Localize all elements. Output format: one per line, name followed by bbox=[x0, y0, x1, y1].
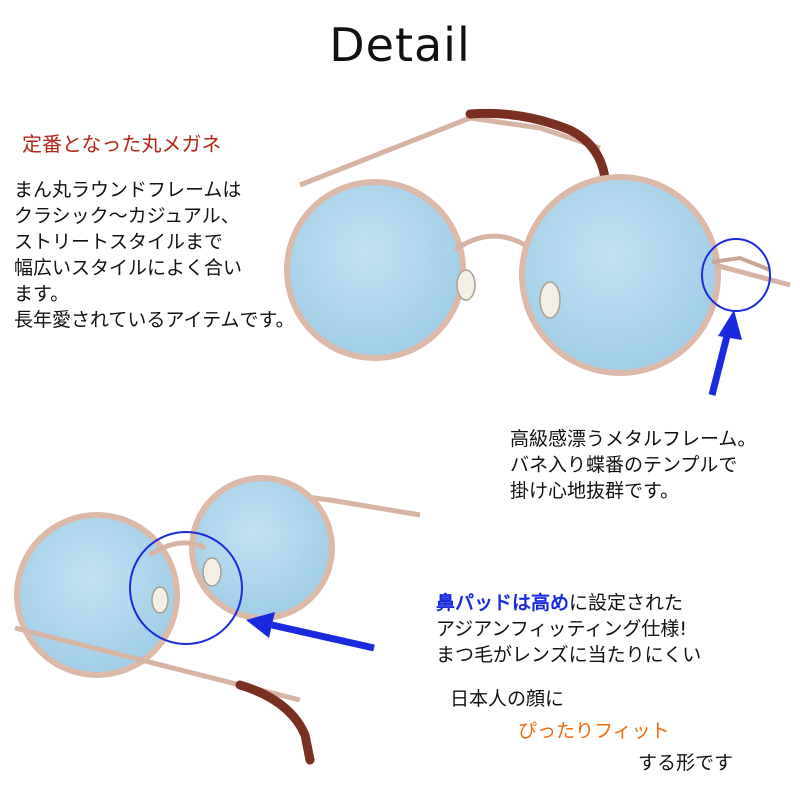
top-nose-pad-left bbox=[456, 269, 476, 301]
tagline: 定番となった丸メガネ bbox=[22, 132, 222, 156]
intro-line: ます。 bbox=[14, 283, 70, 305]
frame-line: 高級感漂うメタルフレーム。 bbox=[510, 428, 757, 450]
page-title: Detail bbox=[329, 18, 471, 72]
bottom-nose-pad-right bbox=[202, 557, 222, 587]
frame-description: 高級感漂うメタルフレーム。 バネ入り蝶番のテンプルで 掛け心地抜群です。 bbox=[510, 426, 756, 504]
hinge-arrow bbox=[708, 310, 742, 396]
nose-line-3: まつ毛がレンズに当たりにくい bbox=[436, 644, 702, 666]
bottom-right-lens bbox=[189, 475, 335, 621]
hinge-callout-circle bbox=[701, 238, 771, 312]
bottom-left-lens bbox=[14, 512, 180, 678]
nose-highlight: 鼻パッドは高め bbox=[436, 592, 570, 614]
nose-callout-circle bbox=[129, 531, 243, 645]
intro-text: まん丸ラウンドフレームは クラシック～カジュアル、 ストリートスタイルまで 幅広… bbox=[14, 177, 295, 333]
nose-arrow bbox=[246, 612, 375, 652]
nose-line-1-rest: に設定された bbox=[569, 592, 684, 614]
frame-line: 掛け心地抜群です。 bbox=[510, 480, 680, 502]
top-nose-pad-right bbox=[539, 281, 561, 319]
frame-line: バネ入り蝶番のテンプルで bbox=[510, 454, 738, 476]
top-right-lens bbox=[519, 174, 721, 376]
intro-line: 幅広いスタイルによく合い bbox=[14, 257, 243, 279]
intro-line: まん丸ラウンドフレームは bbox=[14, 179, 242, 201]
nose-line-1: 鼻パッドは高めに設定された bbox=[436, 590, 701, 616]
fit-line-1: 日本人の顔に bbox=[450, 688, 565, 710]
top-far-temple-tip bbox=[465, 108, 610, 183]
top-near-temple bbox=[714, 262, 791, 288]
top-hinge bbox=[711, 255, 771, 272]
bottom-glasses bbox=[14, 475, 421, 765]
intro-line: ストリートスタイルまで bbox=[14, 231, 224, 253]
fit-description: 日本人の顔に ぴったりフィット する形です bbox=[448, 686, 733, 776]
top-glasses bbox=[284, 108, 791, 376]
nose-line-2: アジアンフィッティング仕様! bbox=[436, 618, 688, 640]
nose-pad-description: 鼻パッドは高めに設定された アジアンフィッティング仕様! まつ毛がレンズに当たり… bbox=[436, 590, 701, 668]
fit-highlight: ぴったりフィット bbox=[518, 720, 670, 742]
intro-line: 長年愛されているアイテムです。 bbox=[14, 309, 295, 331]
top-bridge bbox=[453, 233, 527, 253]
top-far-temple bbox=[299, 115, 601, 188]
top-left-lens bbox=[284, 179, 466, 361]
bottom-temple-tip bbox=[235, 680, 315, 765]
fit-line-3: する形です bbox=[638, 752, 734, 774]
bottom-bridge bbox=[148, 540, 207, 558]
intro-line: クラシック～カジュアル、 bbox=[14, 205, 240, 227]
bottom-nose-pad-left bbox=[151, 586, 169, 614]
